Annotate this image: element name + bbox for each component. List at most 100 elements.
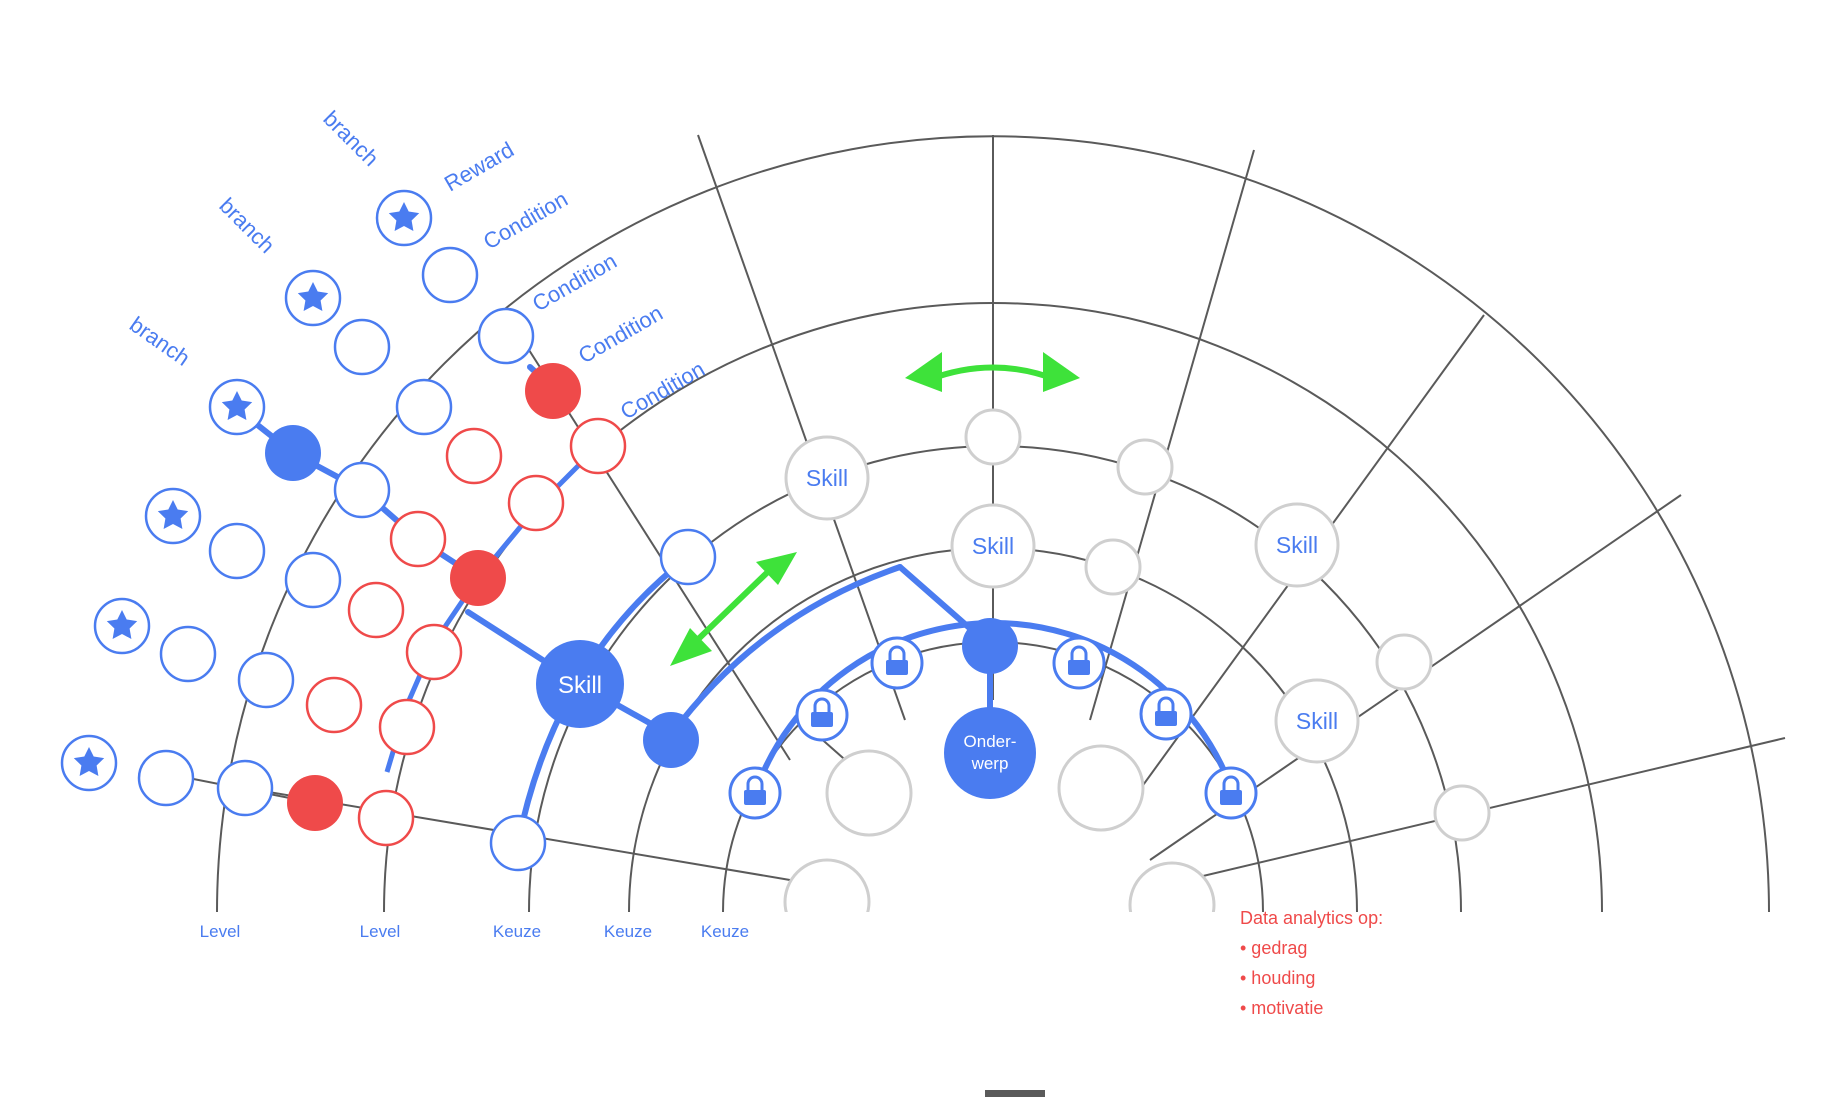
analytics-item-motivatie: • motivatie	[1240, 998, 1324, 1018]
red-filled-node[interactable]	[450, 550, 506, 606]
condition-label: Condition	[616, 356, 709, 424]
skill-node[interactable]	[784, 435, 870, 521]
blue-node[interactable]	[137, 749, 195, 807]
red-filled-node[interactable]	[525, 363, 581, 419]
gray-node[interactable]	[1084, 538, 1142, 596]
red-node[interactable]	[357, 789, 415, 847]
blue-junction-node[interactable]	[643, 712, 699, 768]
star-icon	[73, 747, 105, 776]
blue-filled-node[interactable]	[265, 425, 321, 481]
red-node[interactable]	[389, 510, 447, 568]
lock-node[interactable]	[795, 688, 849, 742]
outer-blue-arc	[668, 564, 903, 738]
level-label: Level	[360, 922, 401, 941]
blue-node[interactable]	[159, 625, 217, 683]
condition-label: Condition	[479, 186, 572, 254]
lock-icon	[744, 775, 766, 805]
red-node[interactable]	[305, 676, 363, 734]
skill-center-label: Skill	[558, 672, 602, 699]
red-node[interactable]	[445, 427, 503, 485]
star-icon	[106, 610, 138, 639]
level-label: Level	[200, 922, 241, 941]
blue-node[interactable]	[216, 759, 274, 817]
skill-node[interactable]	[1254, 502, 1340, 588]
lock-node[interactable]	[728, 766, 782, 820]
axis-labels: Level Level Keuze Keuze Keuze	[200, 922, 749, 941]
analytics-title: Data analytics op:	[1240, 908, 1384, 928]
onderwerp-label-line1: Onder-	[964, 732, 1017, 751]
baseline-mask	[700, 912, 1260, 952]
red-node[interactable]	[378, 698, 436, 756]
lock-node[interactable]	[1139, 687, 1193, 741]
red-outline-nodes	[305, 417, 627, 847]
onderwerp-label-line2: werp	[971, 754, 1009, 773]
bottom-edge-marks	[985, 1090, 1045, 1097]
gray-node[interactable]	[1375, 633, 1433, 691]
analytics-item-houding: • houding	[1240, 968, 1316, 988]
grid-spoke	[697, 134, 906, 721]
gray-node[interactable]	[964, 408, 1022, 466]
gray-node[interactable]	[825, 749, 913, 837]
lock-icon	[1155, 696, 1177, 726]
reward-label: Reward	[440, 137, 518, 197]
blue-node[interactable]	[477, 307, 535, 365]
lock-node[interactable]	[1204, 766, 1258, 820]
star-node[interactable]	[375, 189, 433, 247]
skill-center-node[interactable]	[536, 640, 624, 728]
lock-nodes	[728, 636, 1258, 820]
branch-label: branch	[318, 106, 383, 171]
star-node[interactable]	[60, 734, 118, 792]
lock-node[interactable]	[870, 636, 924, 690]
star-node[interactable]	[284, 269, 342, 327]
blue-node[interactable]	[659, 528, 717, 586]
blue-node[interactable]	[489, 814, 547, 872]
onderwerp-node[interactable]	[944, 707, 1036, 799]
star-node[interactable]	[208, 378, 266, 436]
lock-icon	[886, 645, 908, 675]
keuze-label: Keuze	[701, 922, 749, 941]
red-node[interactable]	[405, 623, 463, 681]
star-icon	[297, 282, 329, 311]
double-arrow-icon	[670, 552, 797, 666]
blue-node[interactable]	[395, 378, 453, 436]
keuze-label: Keuze	[493, 922, 541, 941]
skill-node[interactable]	[1274, 678, 1360, 764]
blue-node[interactable]	[333, 461, 391, 519]
gray-node[interactable]	[1057, 744, 1145, 832]
blue-node[interactable]	[208, 522, 266, 580]
lock-icon	[1068, 645, 1090, 675]
skill-label: Skill	[1296, 708, 1338, 734]
lock-icon	[1220, 775, 1242, 805]
skill-label: Skill	[972, 533, 1014, 559]
red-node[interactable]	[507, 474, 565, 532]
blue-outline-nodes	[137, 246, 717, 872]
center-junction-node[interactable]	[962, 618, 1018, 674]
keuze-label: Keuze	[604, 922, 652, 941]
star-nodes	[60, 189, 433, 792]
skill-node[interactable]	[950, 503, 1036, 589]
red-node[interactable]	[569, 417, 627, 475]
lock-icon	[811, 697, 833, 727]
lock-node[interactable]	[1052, 636, 1106, 690]
star-node[interactable]	[93, 597, 151, 655]
blue-node[interactable]	[421, 246, 479, 304]
blue-node[interactable]	[284, 551, 342, 609]
star-node[interactable]	[144, 487, 202, 545]
star-icon	[157, 500, 189, 529]
skill-label: Skill	[1276, 532, 1318, 558]
star-icon	[388, 202, 420, 231]
gray-node[interactable]	[1116, 438, 1174, 496]
blue-node[interactable]	[237, 651, 295, 709]
data-analytics-note: Data analytics op: • gedrag • houding • …	[1240, 903, 1383, 1023]
red-filled-node[interactable]	[287, 775, 343, 831]
condition-label: Condition	[574, 300, 667, 368]
grid-spoke	[1089, 149, 1255, 721]
blue-node[interactable]	[333, 318, 391, 376]
rotated-labels: branch branch branch Reward Condition Co…	[125, 106, 709, 424]
red-node[interactable]	[347, 581, 405, 639]
gray-skill-labels: Skill Skill Skill Skill	[806, 465, 1338, 734]
star-icon	[221, 391, 253, 420]
branch-label: branch	[125, 312, 194, 371]
gray-node[interactable]	[1433, 784, 1491, 842]
